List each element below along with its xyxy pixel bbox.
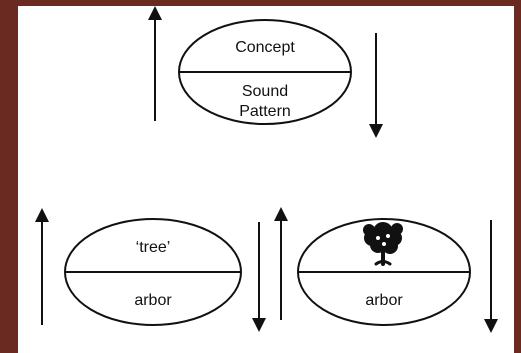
pattern-label: Pattern — [239, 103, 291, 120]
tree-icon — [363, 222, 403, 266]
tree-label: ‘tree’ — [136, 239, 171, 256]
right-sign: arbor — [297, 218, 498, 333]
sound-label: Sound — [242, 83, 288, 100]
concept-label: Concept — [235, 39, 295, 56]
left-arbor-label: arbor — [134, 292, 172, 309]
right-arbor-label: arbor — [365, 292, 403, 309]
diagram-panel — [18, 6, 514, 353]
top-sign: Concept Sound Pattern — [148, 6, 383, 138]
left-sign: ‘tree’ arbor — [35, 208, 242, 326]
middle-arrows — [252, 207, 288, 332]
